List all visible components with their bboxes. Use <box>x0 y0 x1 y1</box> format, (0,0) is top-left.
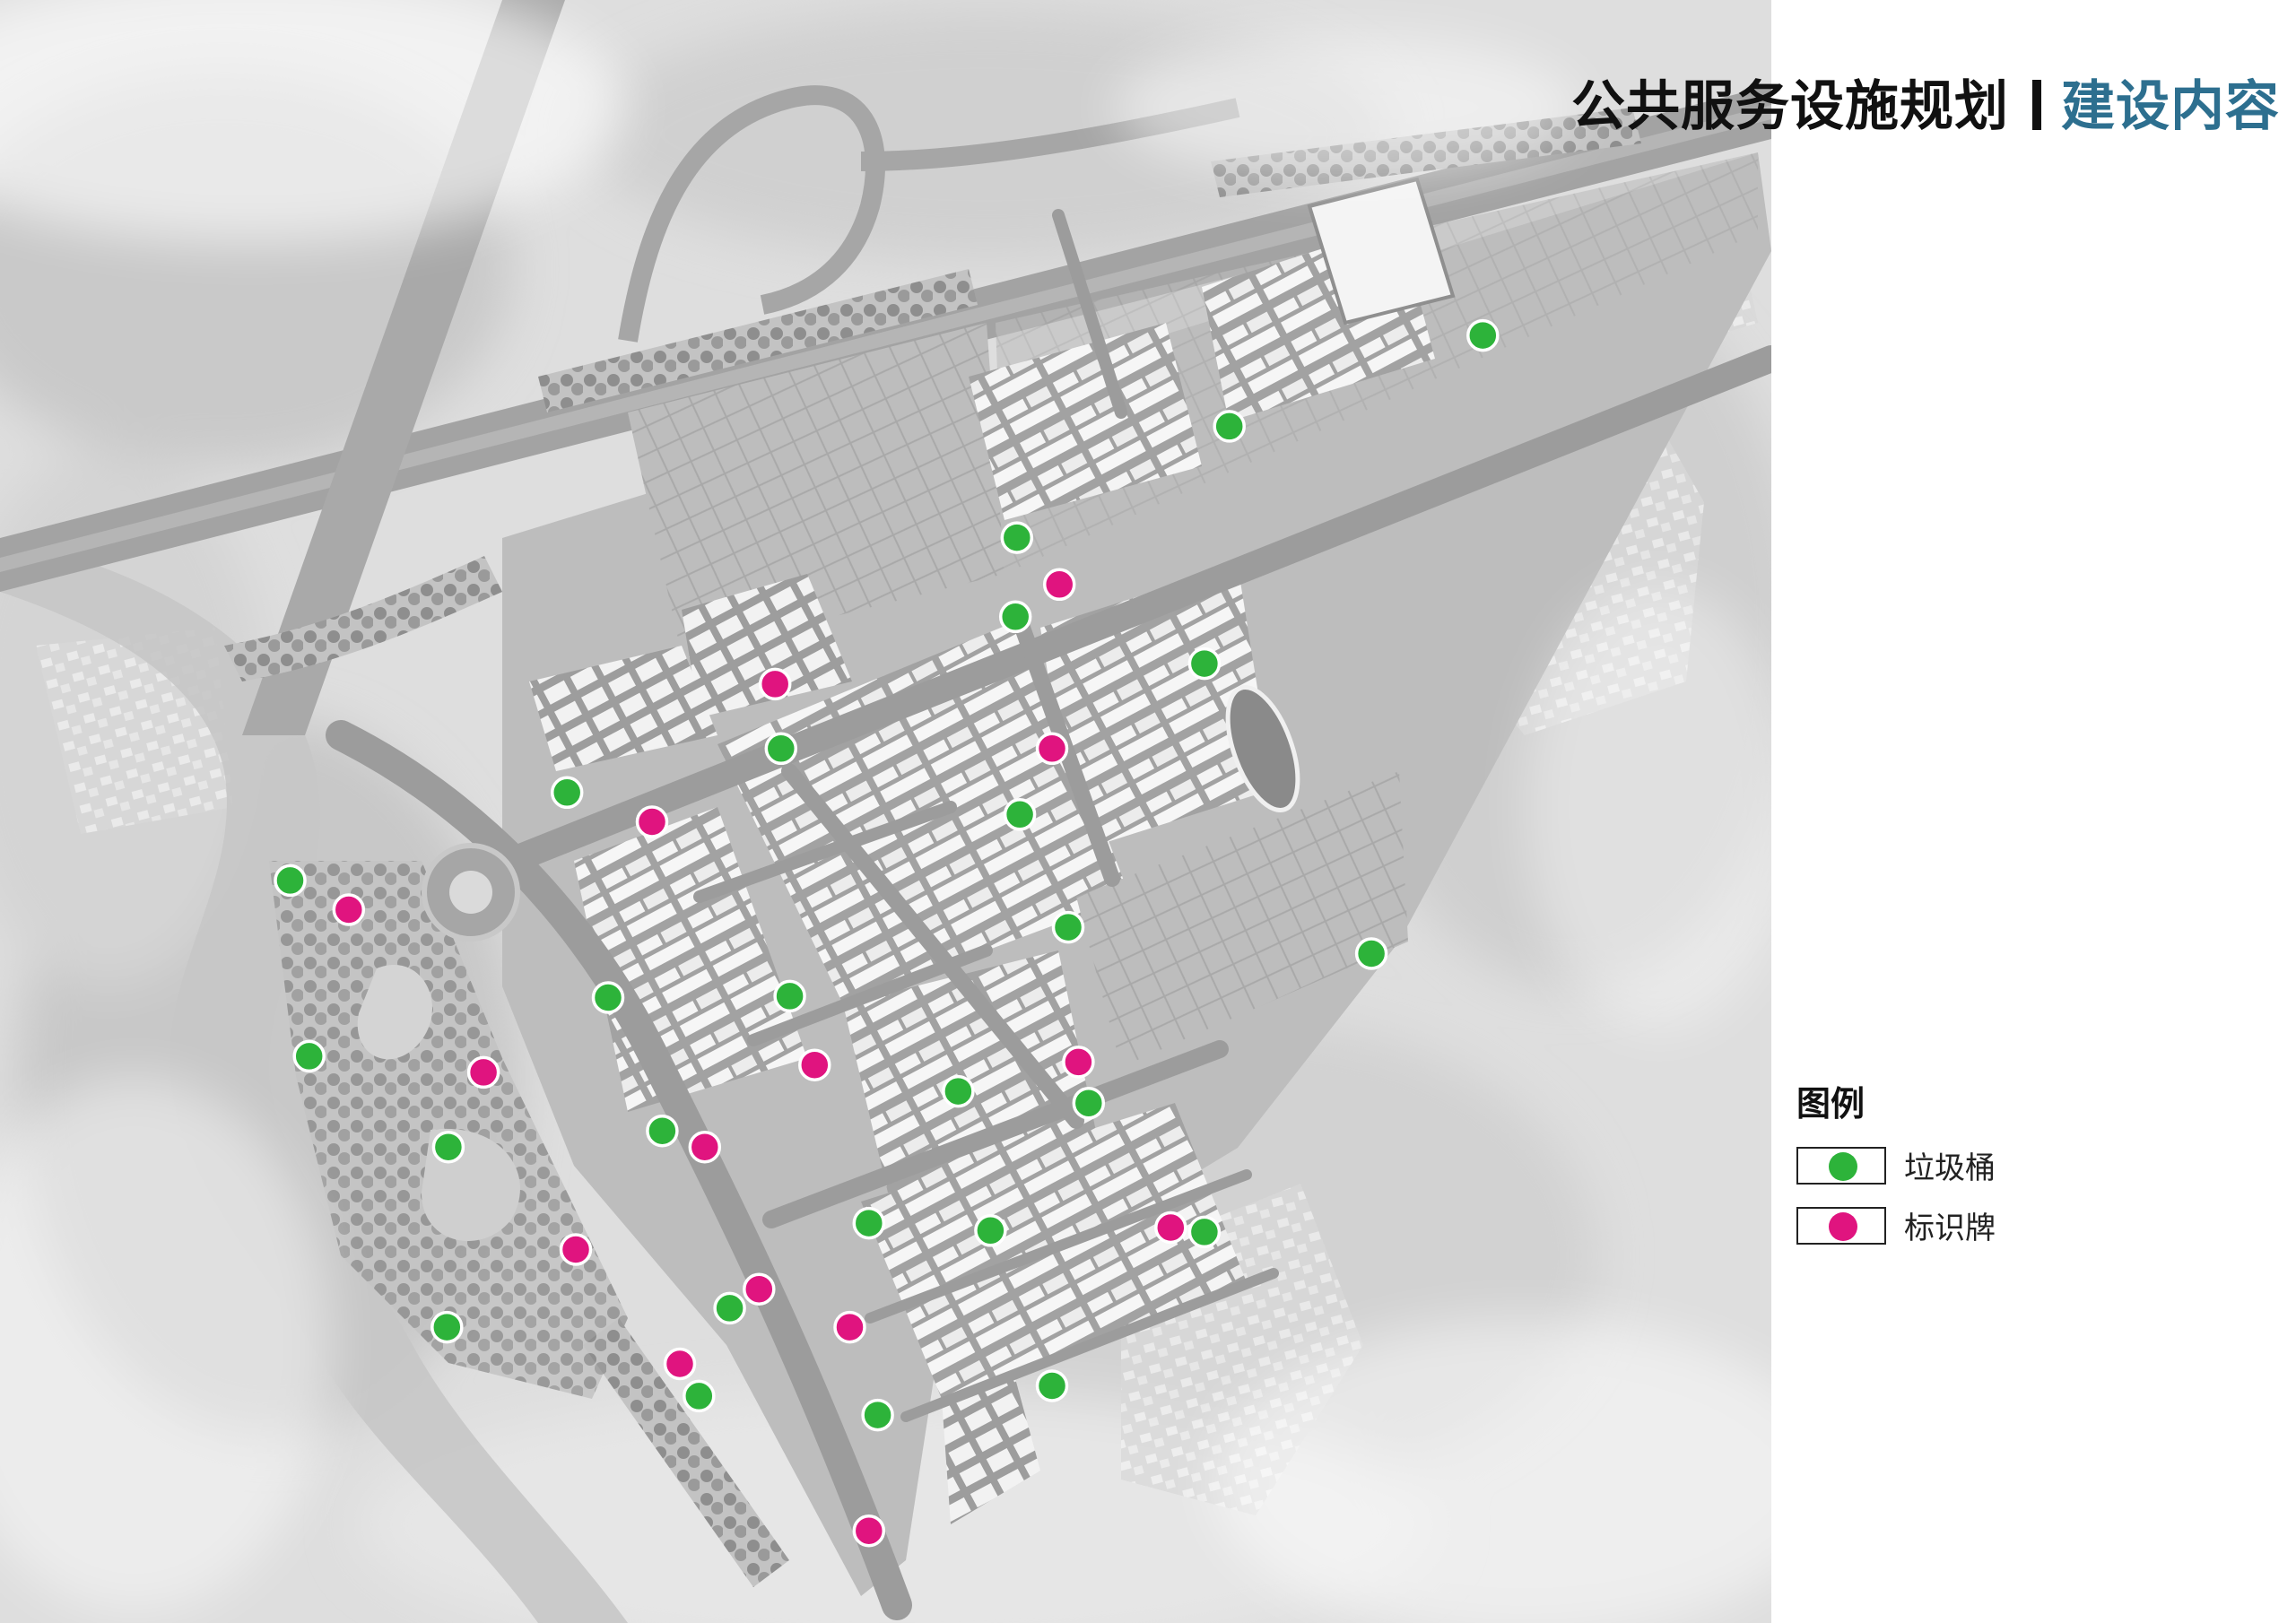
legend-swatch-sign <box>1796 1206 1886 1245</box>
signboard-marker <box>743 1272 776 1306</box>
signboard-marker <box>635 805 669 838</box>
trash-bin-marker <box>1187 647 1222 681</box>
trash-bin-marker <box>646 1114 679 1148</box>
legend-title: 图例 <box>1796 1084 1866 1124</box>
trash-bin-marker <box>292 1039 326 1073</box>
signboard-marker <box>1154 1211 1187 1245</box>
trash-bin-marker <box>861 1398 894 1432</box>
trash-bin-marker <box>852 1206 886 1240</box>
trash-bin-marker <box>764 732 798 766</box>
legend: 图例 垃圾桶 标识牌 <box>1796 1076 1996 1263</box>
signboard-marker <box>663 1347 697 1381</box>
facility-markers <box>274 318 1500 1548</box>
trash-bin-marker <box>591 981 625 1014</box>
signboard-marker <box>559 1233 593 1266</box>
roads <box>326 209 1771 1620</box>
signboard-marker <box>798 1048 831 1081</box>
signboard-marker <box>466 1055 500 1089</box>
fog <box>0 0 1771 1623</box>
page-title: 公共服务设施规划建设内容 <box>1571 63 2280 141</box>
green-dot-icon <box>1829 1151 1857 1181</box>
trash-bin-marker <box>1051 910 1085 944</box>
signboard-marker <box>833 1310 866 1344</box>
legend-item-sign: 标识牌 <box>1796 1203 1996 1247</box>
trash-bin-marker <box>1187 1215 1222 1249</box>
site-plan-map <box>0 0 1771 1623</box>
trash-bin-marker <box>942 1074 975 1108</box>
legend-label-trash: 垃圾桶 <box>1904 1150 1996 1186</box>
trash-bin-marker <box>1354 937 1388 970</box>
trash-bin-marker <box>1213 410 1246 443</box>
signboard-marker <box>758 667 792 701</box>
legend-label-sign: 标识牌 <box>1904 1211 1996 1246</box>
trash-bin-marker <box>974 1214 1007 1247</box>
trash-bin-marker <box>274 864 307 898</box>
trash-bin-marker <box>1072 1086 1106 1120</box>
signboard-marker <box>1042 568 1076 602</box>
signboard-marker <box>852 1514 886 1548</box>
trash-bin-marker <box>713 1291 746 1325</box>
legend-swatch-trash <box>1796 1146 1886 1185</box>
title-main: 公共服务设施规划 <box>1571 75 2009 138</box>
trash-bin-marker <box>431 1130 465 1164</box>
trash-bin-marker <box>1003 798 1037 831</box>
signboard-marker <box>332 893 366 926</box>
trash-bin-marker <box>998 600 1032 634</box>
magenta-dot-icon <box>1829 1211 1857 1241</box>
signboard-marker <box>688 1130 722 1164</box>
trash-bin-marker <box>683 1379 716 1413</box>
trash-bin-marker <box>550 776 584 810</box>
legend-item-trash: 垃圾桶 <box>1796 1143 1996 1187</box>
trash-bin-marker <box>1035 1369 1069 1402</box>
trash-bin-marker <box>773 979 806 1013</box>
signboard-marker <box>1062 1046 1095 1079</box>
title-sub: 建设内容 <box>2061 75 2280 138</box>
trash-bin-marker <box>1000 521 1034 554</box>
title-separator <box>2032 80 2041 130</box>
signboard-marker <box>1035 732 1069 766</box>
trash-bin-marker <box>1466 318 1500 352</box>
trash-bin-marker <box>430 1310 464 1344</box>
